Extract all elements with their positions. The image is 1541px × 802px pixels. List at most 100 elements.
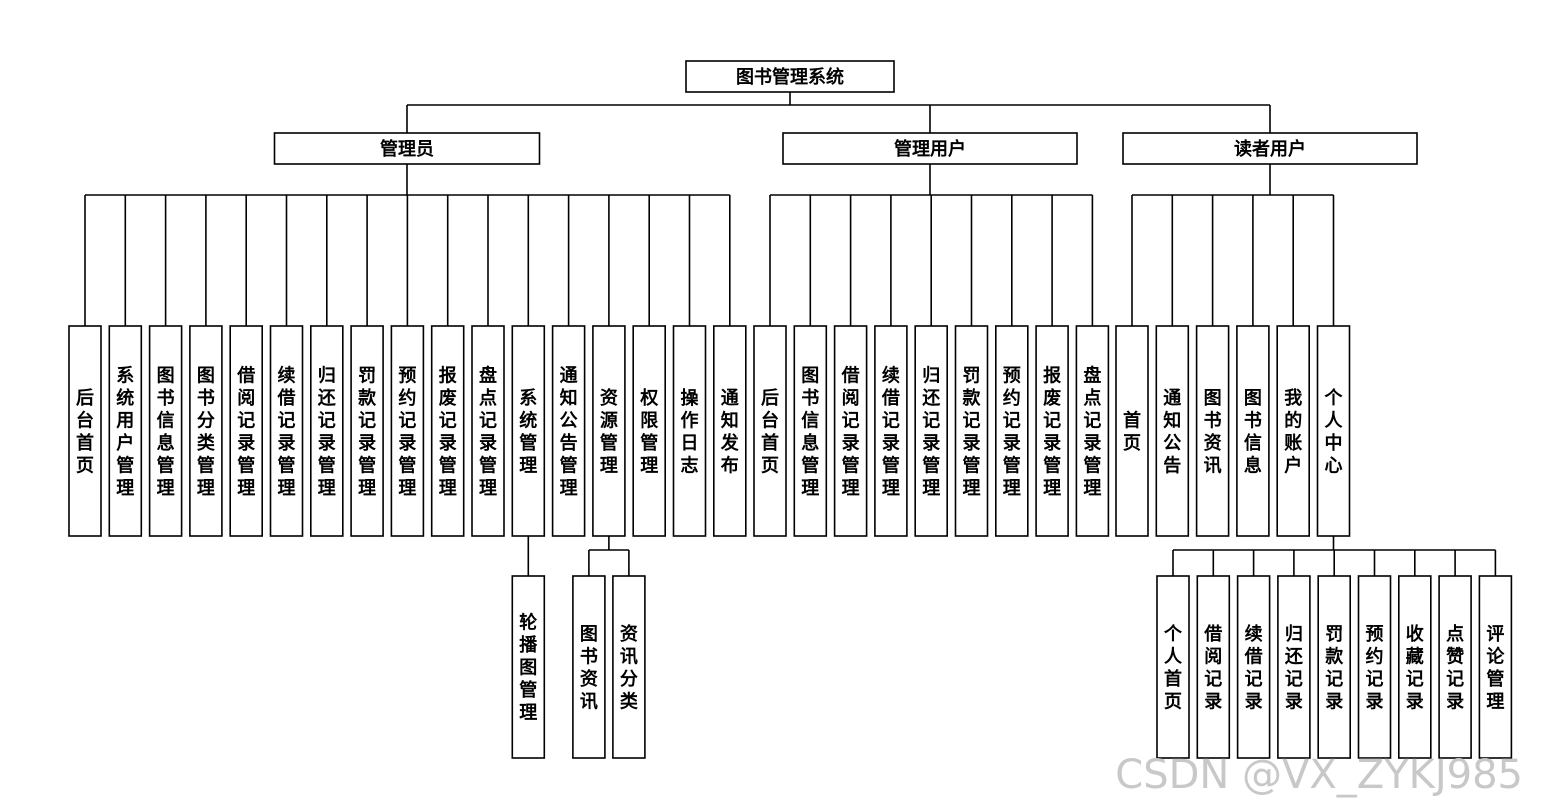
child-node-0-4: 借阅记录管理 [229, 325, 263, 537]
child-node-0-5-label: 续借记录管理 [277, 364, 296, 499]
child-node-2-3-label: 图书信息 [1244, 388, 1262, 477]
sub-node-2-5-0: 个人首页 [1156, 575, 1190, 759]
sub-node-2-5-3: 归还记录 [1277, 575, 1311, 759]
child-node-0-16-box [712, 325, 747, 537]
connector-lines [84, 92, 1497, 576]
child-node-0-2-label: 图书信息管理 [157, 365, 175, 499]
sub-node-2-5-4: 罚款记录 [1317, 575, 1351, 759]
child-node-1-6: 预约记录管理 [994, 325, 1029, 537]
child-node-0-1: 系统用户管理 [108, 325, 143, 537]
child-node-2-1-label: 通知公告 [1163, 388, 1181, 477]
sub-node-2-5-0-label: 个人首页 [1163, 623, 1183, 713]
child-node-1-4: 归还记录管理 [914, 325, 949, 537]
sub-node-2-5-7-box [1438, 575, 1472, 759]
child-node-0-15-box [672, 325, 707, 537]
child-node-2-4-box [1276, 325, 1310, 537]
child-node-0-1-label: 系统用户管理 [116, 365, 134, 499]
child-node-1-0-label: 后台首页 [761, 388, 779, 477]
child-node-0-13-label: 资源管理 [600, 387, 618, 477]
sub-node-2-5-7-label: 点赞记录 [1445, 623, 1464, 713]
child-node-0-5-box [269, 325, 304, 537]
sub-node-2-5-6-label: 收藏记录 [1406, 623, 1424, 713]
child-node-0-6-box [309, 325, 344, 537]
sub-node-0-13-1-box [612, 575, 646, 759]
sub-node-0-13-1: 资讯分类 [612, 575, 646, 759]
child-node-1-5-box [954, 325, 989, 537]
sub-node-2-5-8-box [1478, 575, 1513, 759]
child-node-2-2-label: 图书资讯 [1204, 388, 1222, 477]
child-node-0-16-label: 通知发布 [720, 388, 740, 477]
child-node-1-7: 报废记录管理 [1035, 325, 1069, 537]
watermark: CSDN @VX_ZYKJ985 [1115, 752, 1523, 798]
child-node-1-5: 罚款记录管理 [954, 325, 989, 537]
child-node-1-1: 图书信息管理 [793, 325, 828, 537]
group-node-1-box [782, 132, 1078, 165]
child-node-1-3-box [874, 325, 908, 537]
child-node-0-11-label: 系统管理 [519, 388, 537, 477]
child-node-0-5: 续借记录管理 [269, 325, 304, 537]
sub-node-0-13-0-label: 图书资讯 [580, 624, 598, 713]
sub-node-2-5-2-label: 续借记录 [1244, 623, 1263, 713]
child-node-1-7-box [1035, 325, 1069, 537]
child-node-0-7-label: 罚款记录管理 [358, 365, 377, 499]
child-node-0-12: 通知公告管理 [551, 325, 586, 537]
sub-node-2-5-2: 续借记录 [1236, 575, 1271, 759]
child-node-1-0: 后台首页 [753, 325, 787, 537]
child-node-2-4-label: 我的账户 [1284, 388, 1302, 477]
child-node-1-2: 借阅记录管理 [833, 325, 868, 537]
group-node-2-box [1122, 132, 1418, 165]
child-node-0-12-box [551, 325, 586, 537]
child-node-0-7: 罚款记录管理 [350, 325, 384, 537]
group-node-0-label: 管理员 [380, 138, 434, 160]
child-node-2-1-box [1155, 325, 1190, 537]
child-node-1-5-label: 罚款记录管理 [963, 365, 982, 499]
group-node-0: 管理员 [273, 132, 541, 165]
sub-node-2-5-8: 评论管理 [1478, 575, 1513, 759]
child-node-1-0-box [753, 325, 787, 537]
child-node-1-3: 续借记录管理 [874, 325, 908, 537]
child-node-0-8: 预约记录管理 [390, 325, 425, 537]
child-node-1-6-label: 预约记录管理 [1003, 365, 1021, 499]
sub-node-2-5-8-label: 评论管理 [1486, 624, 1505, 713]
sub-node-0-13-1-label: 资讯分类 [620, 623, 639, 713]
root-node-label: 图书管理系统 [736, 66, 844, 88]
child-node-0-9-box [430, 325, 465, 537]
child-node-0-3: 图书分类管理 [189, 325, 223, 537]
child-node-0-14: 权限管理 [632, 325, 667, 537]
sub-node-2-5-1-box [1196, 575, 1231, 759]
sub-node-0-11-0-box [511, 575, 546, 759]
child-node-0-16: 通知发布 [712, 325, 747, 537]
group-node-2-label: 读者用户 [1234, 138, 1306, 160]
child-node-1-3-label: 续借记录管理 [881, 364, 900, 499]
child-node-1-8-label: 盘点记录管理 [1083, 364, 1101, 499]
diagram-nodes: 图书管理系统管理员后台首页系统用户管理图书信息管理图书分类管理借阅记录管理续借记… [68, 60, 1513, 759]
group-node-1-label: 管理用户 [894, 138, 966, 160]
child-node-2-5: 个人中心 [1316, 325, 1351, 537]
child-node-0-4-box [229, 325, 263, 537]
child-node-1-2-label: 借阅记录管理 [841, 364, 860, 499]
child-node-0-10: 盘点记录管理 [471, 325, 505, 537]
child-node-0-10-label: 盘点记录管理 [479, 364, 497, 499]
child-node-2-3-box [1236, 325, 1270, 537]
child-node-0-7-box [350, 325, 384, 537]
group-node-1: 管理用户 [782, 132, 1078, 165]
child-node-0-6-label: 归还记录管理 [317, 364, 337, 499]
child-node-1-8-box [1075, 325, 1110, 537]
child-node-2-3: 图书信息 [1236, 325, 1270, 537]
sub-node-2-5-6: 收藏记录 [1398, 575, 1432, 759]
sub-node-2-5-1-label: 借阅记录 [1203, 623, 1222, 713]
child-node-0-2-box [148, 325, 183, 537]
group-node-0-box [273, 132, 541, 165]
child-node-1-8: 盘点记录管理 [1075, 325, 1110, 537]
child-node-0-4-label: 借阅记录管理 [236, 364, 255, 499]
child-node-2-2-box [1195, 325, 1230, 537]
child-node-1-4-label: 归还记录管理 [921, 364, 941, 499]
child-node-0-8-label: 预约记录管理 [398, 365, 416, 499]
child-node-0-13-box [592, 325, 626, 537]
child-node-0-10-box [471, 325, 505, 537]
child-node-0-9-label: 报废记录管理 [439, 364, 457, 499]
child-node-0-1-box [108, 325, 143, 537]
child-node-0-14-label: 权限管理 [639, 387, 659, 477]
child-node-0-9: 报废记录管理 [430, 325, 465, 537]
